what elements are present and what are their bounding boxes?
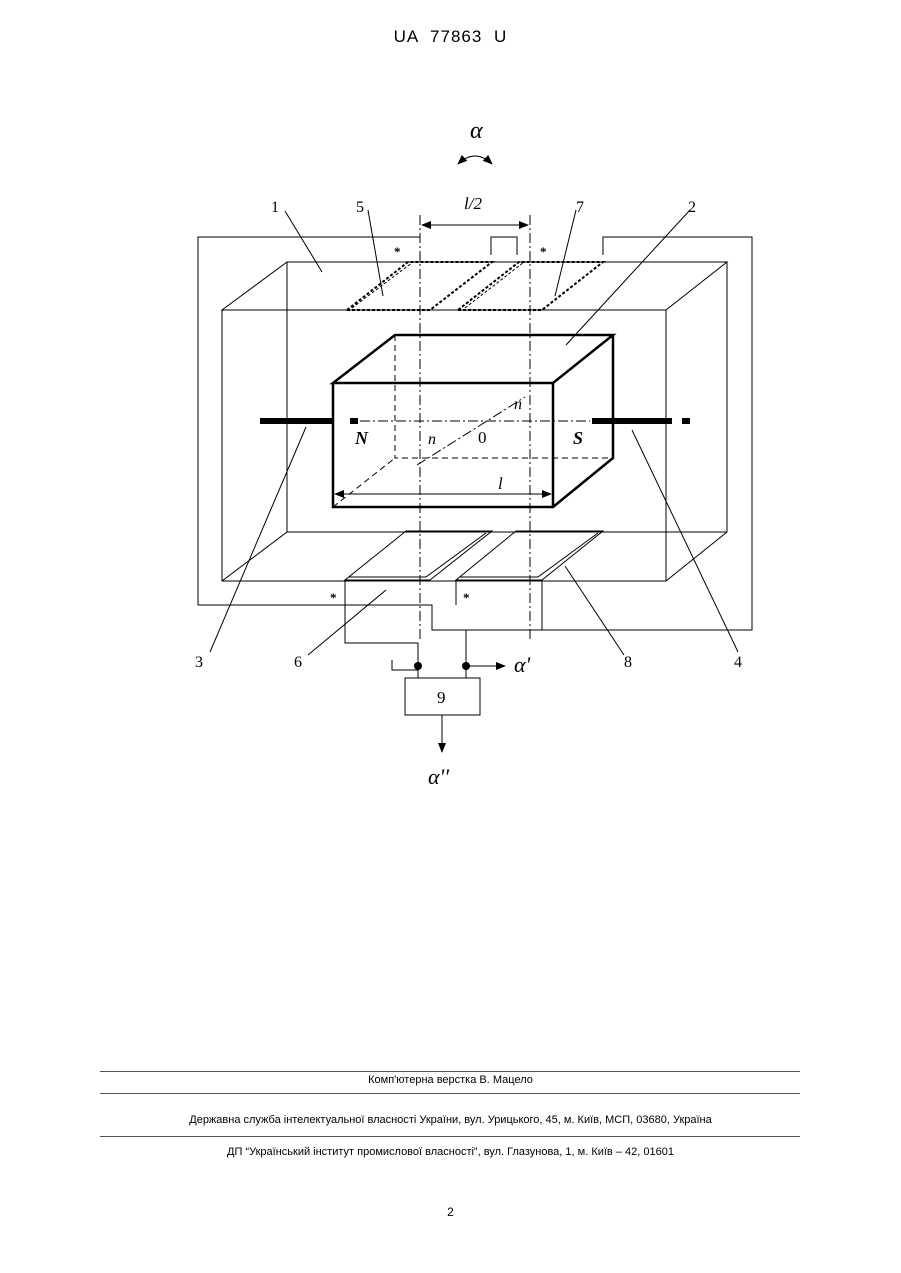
pole-north-label: N	[354, 428, 369, 448]
footer-agency: Державна служба інтелектуальної власност…	[0, 1114, 901, 1126]
half-length-label: l/2	[464, 194, 482, 213]
star-bottom-right: *	[463, 590, 470, 605]
leader-4	[632, 430, 738, 652]
leader-6	[308, 590, 386, 655]
block-9-label: 9	[437, 688, 446, 707]
ref-5: 5	[356, 199, 364, 216]
ref-8: 8	[624, 654, 632, 671]
ref-7: 7	[576, 199, 584, 216]
alpha-label: α	[470, 118, 483, 144]
length-label: l	[498, 474, 503, 493]
star-top-right: *	[540, 244, 547, 259]
axis-n-upper-label: n	[514, 396, 522, 413]
leader-3	[210, 427, 306, 652]
axis-n-lower-label: n	[428, 431, 436, 448]
footer-rule-3	[100, 1136, 800, 1137]
footer-publisher: ДП “Український інститут промислової вла…	[0, 1146, 901, 1158]
ref-4: 4	[734, 654, 742, 671]
leader-7	[555, 210, 576, 296]
page-number: 2	[0, 1205, 901, 1219]
footer-rule-2	[100, 1093, 800, 1094]
ref-2: 2	[688, 199, 696, 216]
leader-1	[285, 211, 322, 272]
frame-bracket	[491, 237, 517, 255]
star-top-left: *	[394, 244, 401, 259]
output-alpha2-label: α''	[428, 764, 449, 789]
rotation-arrow	[458, 156, 492, 164]
leader-5	[368, 210, 383, 296]
ref-3: 3	[195, 654, 203, 671]
center-label: 0	[478, 428, 487, 447]
ref-1: 1	[271, 199, 279, 216]
ref-6: 6	[294, 654, 302, 671]
footer-typesetting: Комп'ютерна верстка В. Мацело	[0, 1074, 901, 1086]
star-bottom-left: *	[330, 590, 337, 605]
output-alpha1-label: α'	[514, 652, 531, 677]
leader-8	[565, 566, 624, 655]
wire-right	[466, 580, 542, 666]
pole-south-label: S	[573, 428, 583, 448]
footer-rule-1	[100, 1071, 800, 1072]
plate-6	[345, 531, 492, 580]
